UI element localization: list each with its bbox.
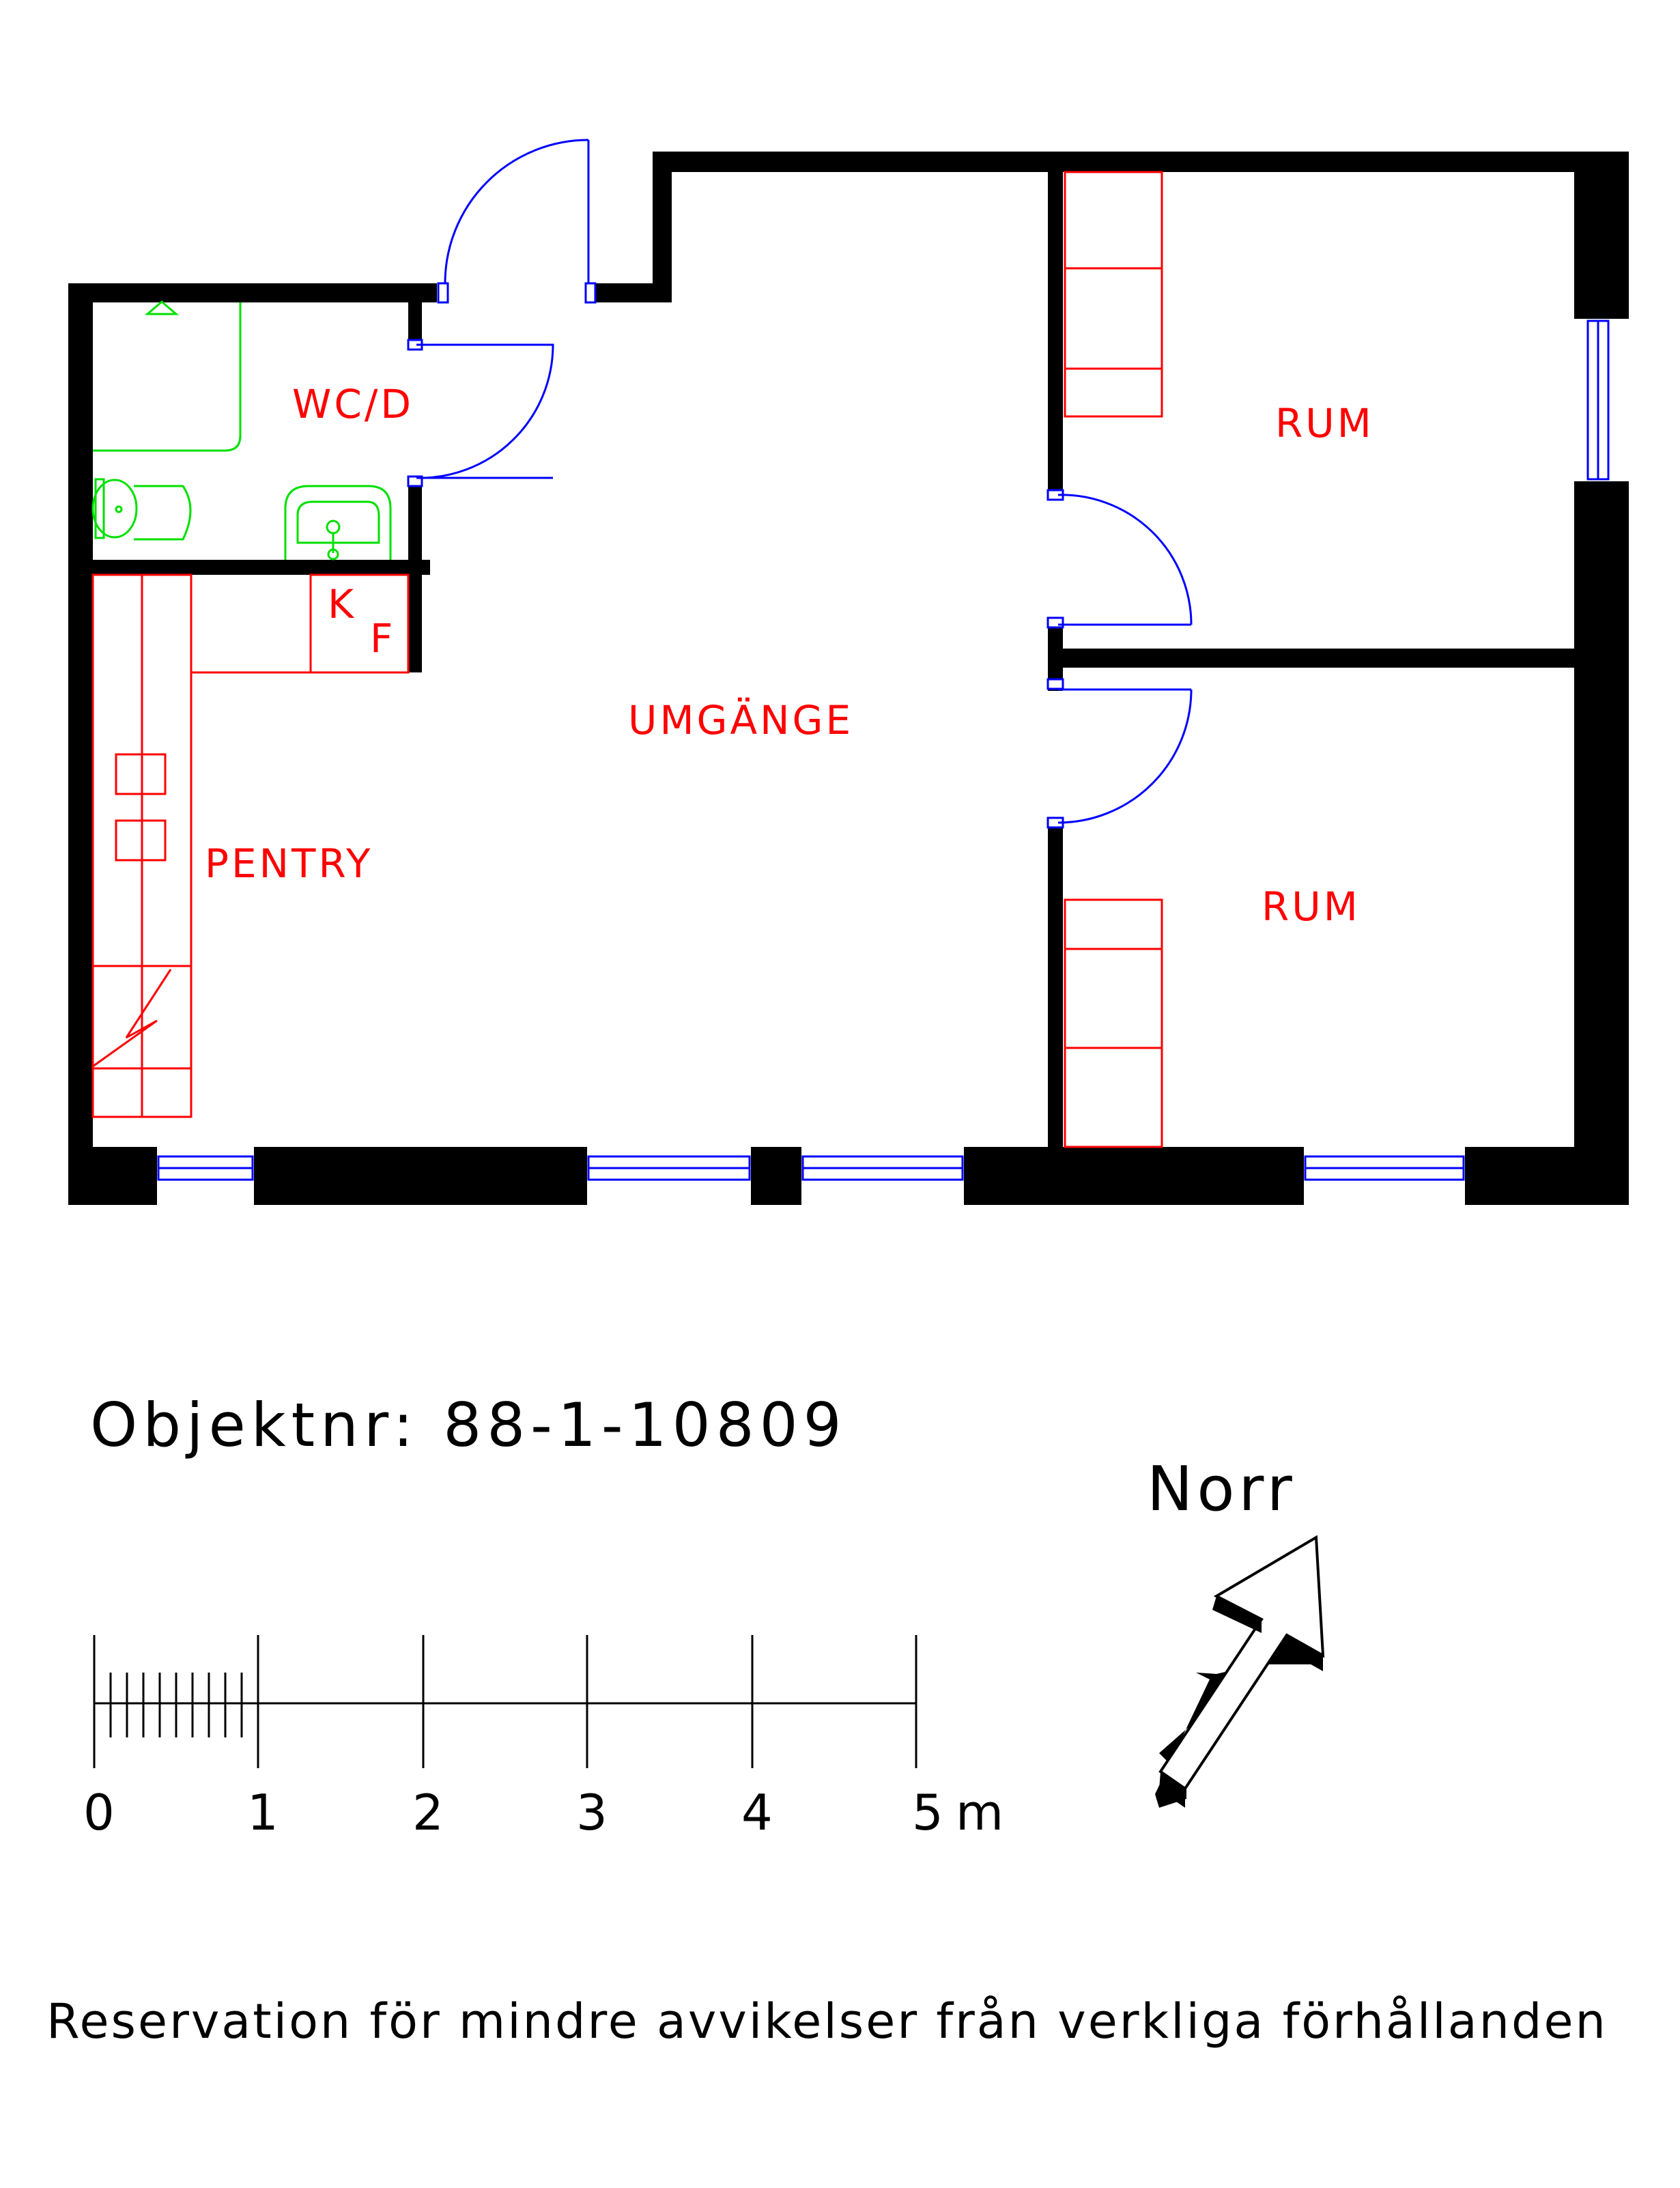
hob-plate-2: [115, 819, 167, 862]
windows: [157, 319, 1610, 1181]
wardrobe-upper: [1064, 171, 1163, 418]
dishwasher-mark: [92, 969, 172, 1068]
scale-tick-5: 5: [912, 1784, 943, 1841]
scale-bar: 0 1 2 3 4 5 m: [83, 1635, 1003, 1841]
object-number: Objektnr: 88-1-10809: [90, 1390, 847, 1460]
wash-basin: [284, 485, 392, 560]
scale-tick-1: 1: [247, 1784, 279, 1841]
toilet: [91, 478, 192, 541]
shower: [93, 302, 242, 452]
scale-tick-3: 3: [576, 1784, 608, 1841]
hob-plate-1: [115, 753, 167, 795]
sanitary: [91, 300, 392, 560]
disclaimer: Reservation för mindre avvikelser från v…: [46, 1993, 1608, 2049]
furniture-fixtures: [91, 171, 1163, 1148]
scale-unit: m: [956, 1784, 1003, 1841]
north-arrow-icon: Norr: [1147, 1453, 1325, 1808]
doors: [407, 139, 1193, 829]
room-label-umgange: UMGÄNGE: [628, 697, 853, 743]
scale-tick-0: 0: [83, 1784, 115, 1841]
room-label-k: K: [328, 581, 356, 627]
north-label: Norr: [1147, 1453, 1296, 1525]
kf-cabinet: [309, 573, 410, 674]
room-label-rum-upper: RUM: [1275, 400, 1374, 446]
scale-tick-4: 4: [741, 1784, 773, 1841]
walls: [68, 152, 1629, 1205]
room-label-wc: WC/D: [292, 381, 414, 427]
shower-drain-icon: [144, 300, 180, 315]
room-label-pentry: PENTRY: [205, 840, 373, 887]
room-label-rum-lower: RUM: [1262, 883, 1361, 930]
room-label-f: F: [370, 615, 395, 662]
room-labels: WC/D K F UMGÄNGE PENTRY RUM RUM: [205, 381, 1374, 930]
wardrobe-lower: [1064, 898, 1163, 1148]
scale-tick-2: 2: [412, 1784, 444, 1841]
